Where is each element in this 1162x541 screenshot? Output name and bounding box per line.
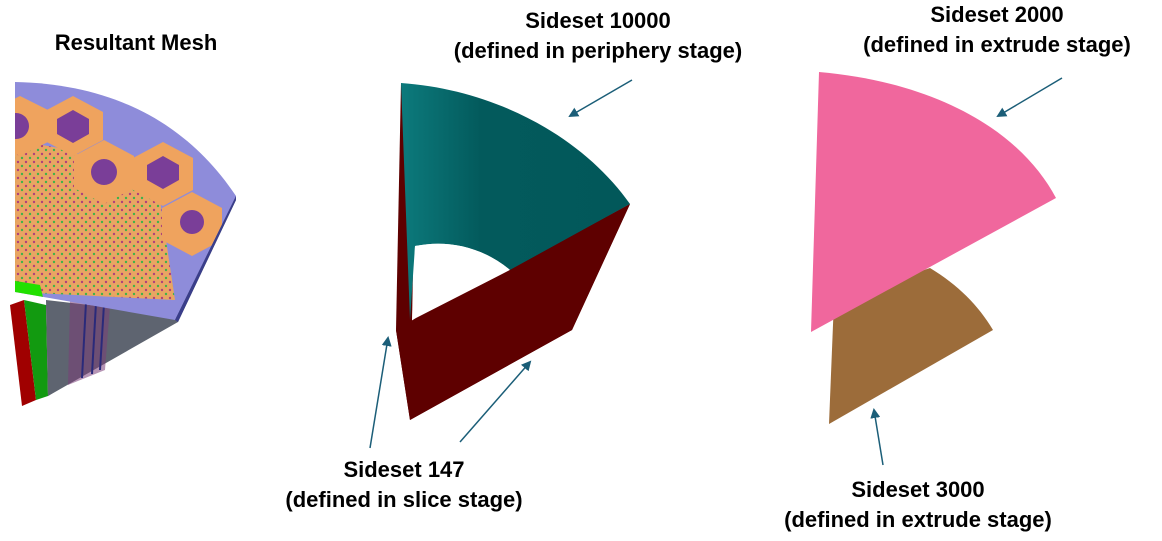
sideset-147-note: (defined in slice stage) xyxy=(285,487,523,512)
sideset-3000-title: Sideset 3000 xyxy=(851,477,985,502)
resultant-mesh xyxy=(10,82,236,406)
sideset-2000-face xyxy=(811,72,1056,332)
sideset-10000-face xyxy=(401,83,630,320)
sideset-10000-title: Sideset 10000 xyxy=(525,8,671,33)
arrow-3000 xyxy=(870,408,884,466)
annotation-arrows xyxy=(369,77,1063,466)
sideset-2000-label: Sideset 2000 (defined in extrude stage) xyxy=(834,0,1160,60)
arrow-147-left xyxy=(369,336,392,449)
sideset-2000-title: Sideset 2000 xyxy=(930,2,1064,27)
sideset-147-label: Sideset 147 (defined in slice stage) xyxy=(262,455,546,515)
resultant-mesh-label: Resultant Mesh xyxy=(20,28,252,58)
arrow-10000 xyxy=(568,79,633,118)
sideset-3000-face xyxy=(829,268,993,424)
arrow-2000 xyxy=(996,77,1063,118)
middle-sidesets xyxy=(396,83,630,420)
sideset-3000-label: Sideset 3000 (defined in extrude stage) xyxy=(760,475,1076,535)
mesh-lattice-region xyxy=(15,140,175,300)
sideset-147-title: Sideset 147 xyxy=(343,457,465,482)
arrow-147-right xyxy=(459,360,532,443)
mesh-assemblies xyxy=(15,96,222,256)
sideset-2000-note: (defined in extrude stage) xyxy=(863,32,1131,57)
right-sidesets xyxy=(811,72,1056,424)
resultant-mesh-title: Resultant Mesh xyxy=(54,30,218,55)
sideset-10000-note: (defined in periphery stage) xyxy=(453,38,743,63)
mesh-side-face-green xyxy=(24,300,48,400)
sideset-10000-label: Sideset 10000 (defined in periphery stag… xyxy=(420,6,776,66)
sideset-3000-note: (defined in extrude stage) xyxy=(784,507,1052,532)
mesh-side-face-red xyxy=(10,300,36,406)
